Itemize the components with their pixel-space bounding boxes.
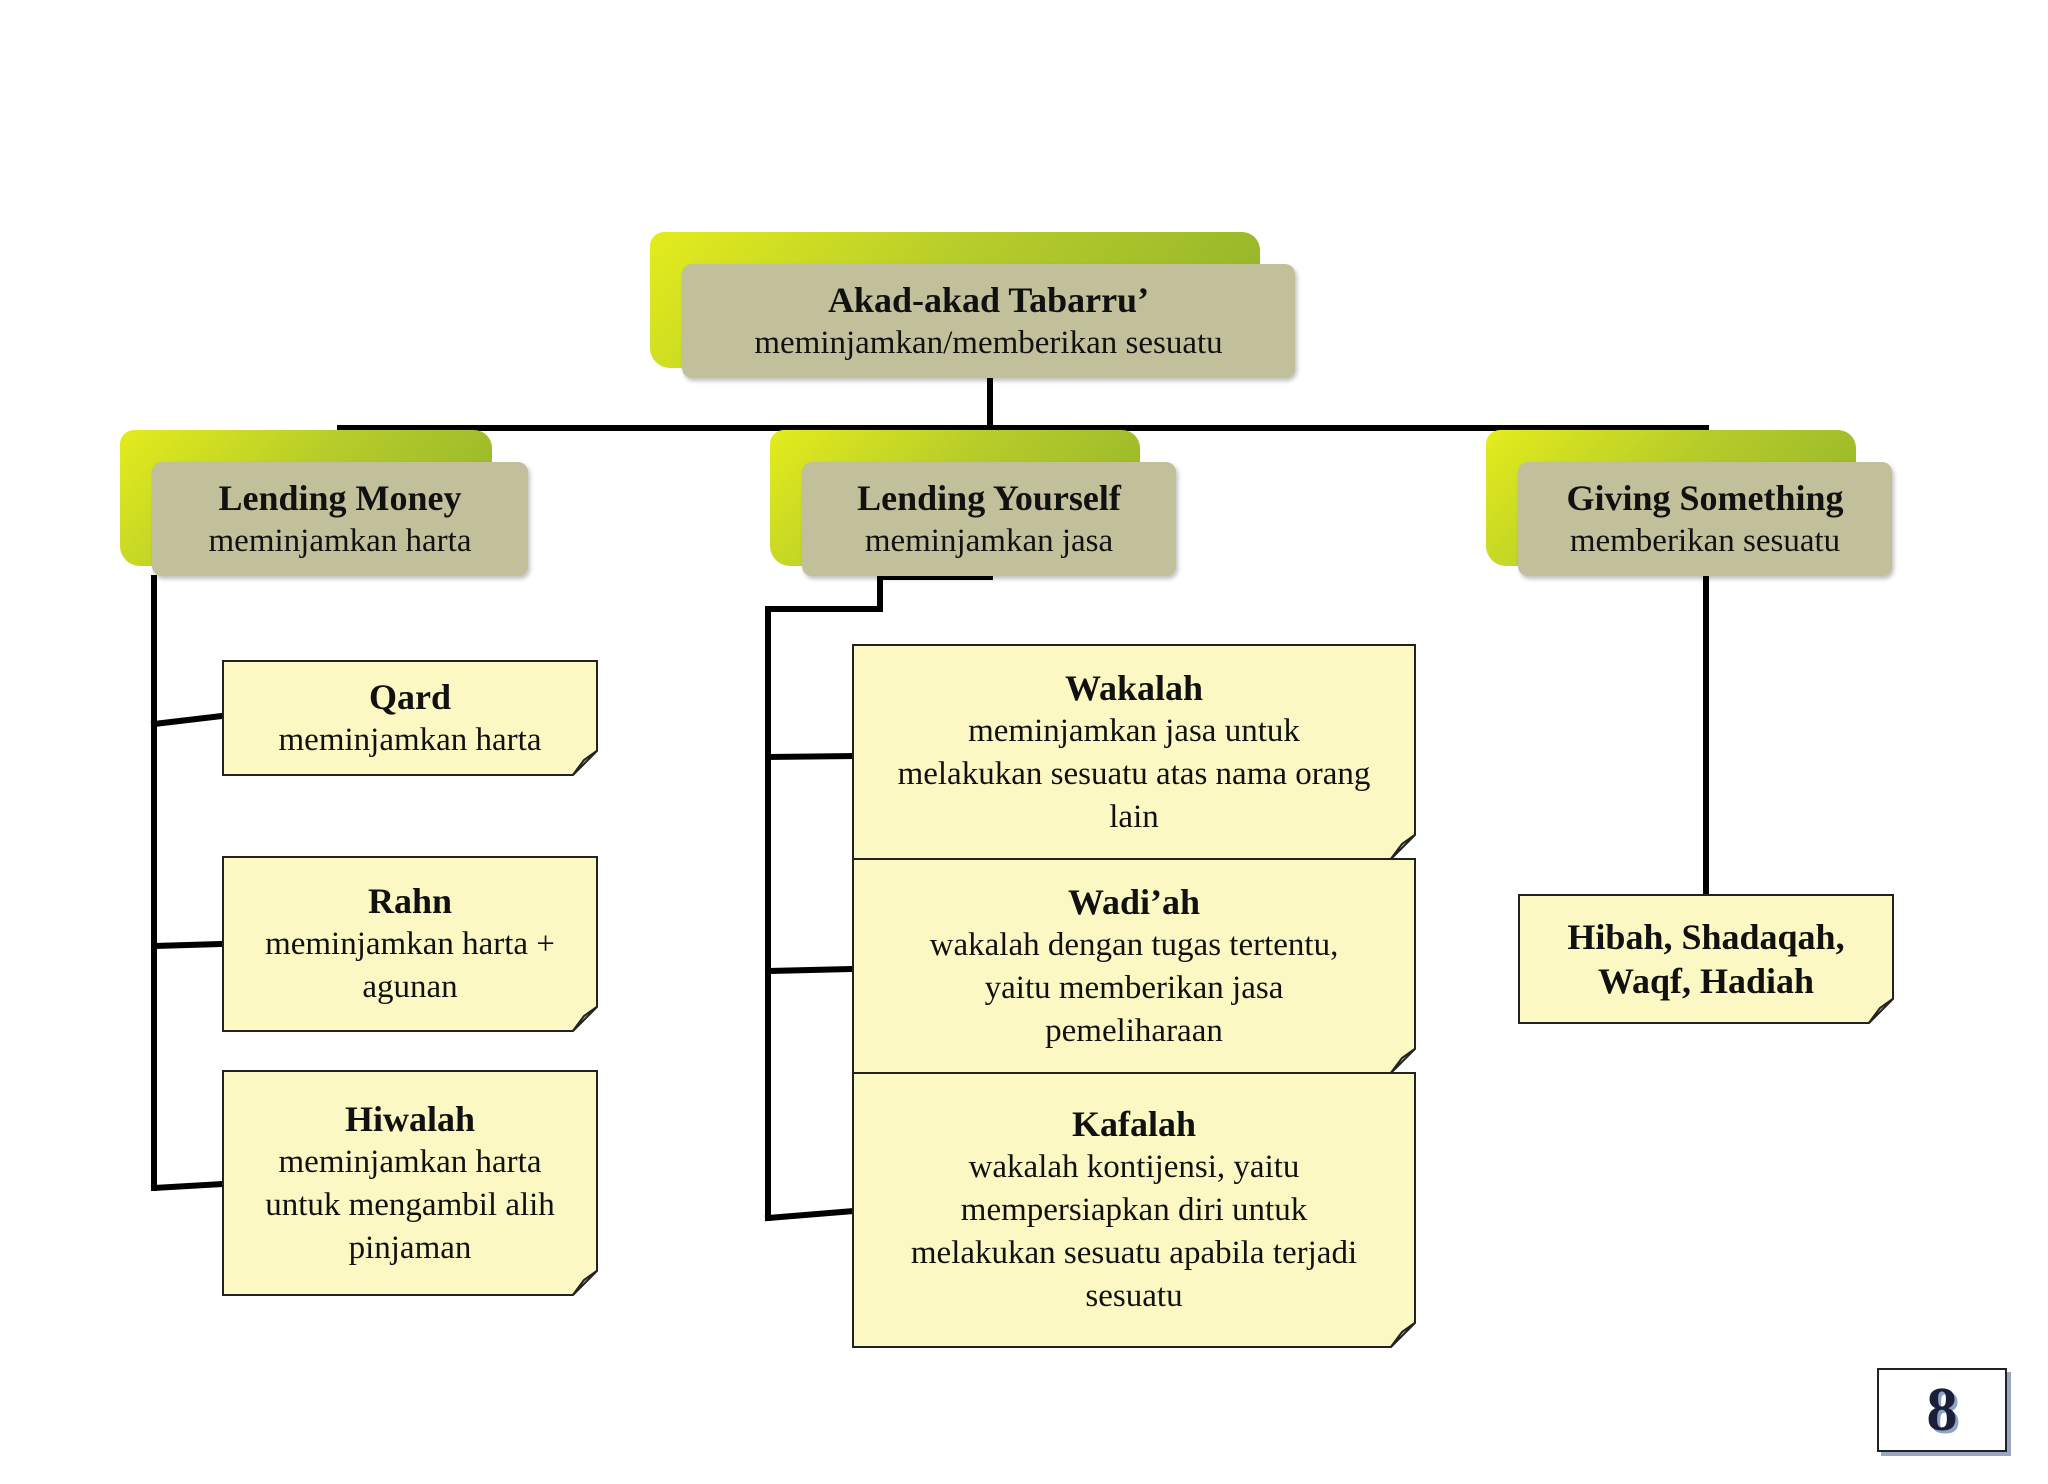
note-desc-line: untuk mengambil alih (265, 1186, 555, 1223)
connector-mid-wadiah (764, 965, 858, 975)
note-desc-line: meminjamkan jasa untuk (968, 712, 1300, 749)
branch-subtitle: memberikan sesuatu (1569, 523, 1841, 559)
page-fold-icon (1390, 1322, 1416, 1348)
note-title: Hibah, Shadaqah, (1567, 917, 1845, 957)
note-desc-line: wakalah dengan tugas tertentu, (929, 926, 1339, 963)
page-fold-icon (572, 750, 598, 776)
note-kafalah: Kafalah wakalah kontijensi, yaitu memper… (852, 1072, 1416, 1348)
connector-mid-elbow (765, 574, 993, 1221)
connector-left-hiwalah (150, 1180, 226, 1192)
note-title: Kafalah (1071, 1104, 1196, 1144)
note-desc-line: melakukan sesuatu atas nama orang (897, 755, 1371, 792)
note-rahn: Rahn meminjamkan harta + agunan (222, 856, 598, 1032)
note-desc-line: agunan (362, 969, 458, 1005)
note-desc-line: meminjamkan harta (278, 1143, 542, 1180)
page-fold-icon (1390, 834, 1416, 860)
branch-title: Giving Something (1566, 478, 1844, 518)
note-desc-line: pinjaman (348, 1229, 472, 1266)
branch-subtitle: meminjamkan harta (208, 523, 472, 559)
note-title: Rahn (367, 881, 453, 921)
note-title: Qard (368, 676, 451, 717)
page-number: 8 (1926, 1375, 1958, 1444)
note-desc-line: meminjamkan harta (278, 721, 542, 758)
root-title: Akad-akad Tabarru’ (827, 280, 1150, 320)
root-subtitle: meminjamkan/memberikan sesuatu (754, 325, 1223, 361)
connector-left-qard (150, 712, 226, 728)
note-hibah: Hibah, Shadaqah, Waqf, Hadiah (1518, 894, 1894, 1024)
page-fold-icon (572, 1270, 598, 1296)
note-desc-line: wakalah kontijensi, yaitu (968, 1149, 1300, 1185)
note-desc-line: lain (1109, 798, 1159, 835)
note-desc-line: pemeliharaan (1045, 1012, 1223, 1049)
note-desc-line: sesuatu (1085, 1278, 1183, 1314)
branch-subtitle: meminjamkan jasa (864, 523, 1114, 559)
note-wadiah: Wadi’ah wakalah dengan tugas tertentu, y… (852, 858, 1416, 1074)
root-node: Akad-akad Tabarru’ meminjamkan/memberika… (650, 232, 1295, 378)
page-fold-icon (1390, 1048, 1416, 1074)
connector-mid-wakalah (764, 752, 858, 761)
note-hiwalah: Hiwalah meminjamkan harta untuk mengambi… (222, 1070, 598, 1296)
branch-title: Lending Yourself (857, 478, 1121, 518)
page-fold-icon (1868, 998, 1894, 1024)
branch-title: Lending Money (218, 478, 462, 518)
note-title: Hiwalah (344, 1098, 476, 1139)
page-fold-icon (572, 1006, 598, 1032)
page-number-badge: 8 (1877, 1368, 2007, 1452)
branch-lending-yourself: Lending Yourself meminjamkan jasa (770, 430, 1176, 576)
note-wakalah: Wakalah meminjamkan jasa untuk melakukan… (852, 644, 1416, 860)
note-desc-line: melakukan sesuatu apabila terjadi (910, 1235, 1358, 1271)
note-desc-line: meminjamkan harta + (265, 926, 555, 962)
branch-lending-money: Lending Money meminjamkan harta (120, 430, 528, 576)
note-desc-line: mempersiapkan diri untuk (960, 1192, 1308, 1228)
note-title-line2: Waqf, Hadiah (1597, 961, 1815, 1001)
branch-giving-something: Giving Something memberikan sesuatu (1486, 430, 1892, 576)
note-qard: Qard meminjamkan harta (222, 660, 598, 776)
connector-left-rahn (150, 940, 226, 950)
note-desc-line: yaitu memberikan jasa (984, 969, 1284, 1006)
note-title: Wadi’ah (1067, 881, 1201, 922)
connector-mid-kafalah (764, 1207, 858, 1222)
note-title: Wakalah (1064, 667, 1204, 708)
